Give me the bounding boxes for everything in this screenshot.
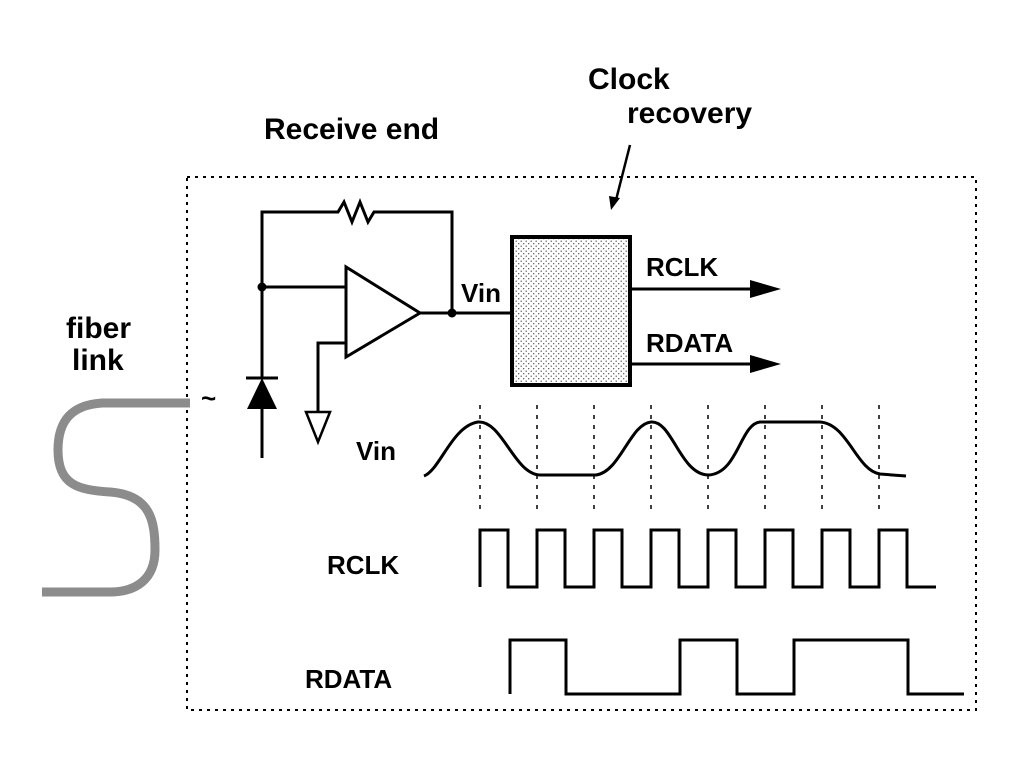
fiber-label-line2: link	[72, 344, 124, 377]
feedback-resistor-icon	[260, 197, 454, 313]
amplifier-icon	[304, 264, 423, 446]
clock-recovery-label-line2: recovery	[627, 97, 752, 130]
receive-end-label: Receive end	[264, 113, 439, 146]
receive-end-boundary	[186, 176, 977, 711]
vin-node-label: Vin	[461, 278, 501, 308]
light-wave-symbol: ~	[201, 383, 216, 413]
clock-recovery-pointer-arrow	[609, 144, 632, 210]
rdata-waveform	[508, 638, 964, 696]
fiber-link-cable	[42, 398, 190, 597]
timing-gridlines	[479, 405, 880, 513]
rclk-output-label: RCLK	[646, 252, 718, 282]
vin-node-dot	[447, 308, 457, 318]
clock-recovery-label-line1: Clock	[588, 63, 670, 96]
clock-recovery-block	[510, 235, 632, 387]
rclk-output-arrow	[630, 280, 781, 298]
photodiode-icon	[246, 287, 278, 458]
rclk-waveform-label: RCLK	[327, 550, 399, 580]
rclk-waveform	[478, 528, 936, 589]
rdata-waveform-label: RDATA	[305, 664, 392, 694]
rdata-output-label: RDATA	[646, 328, 733, 358]
rdata-output-arrow	[630, 355, 781, 373]
vin-waveform-label: Vin	[356, 436, 396, 466]
fiber-label-line1: fiber	[66, 312, 131, 345]
vin-waveform	[423, 420, 907, 478]
